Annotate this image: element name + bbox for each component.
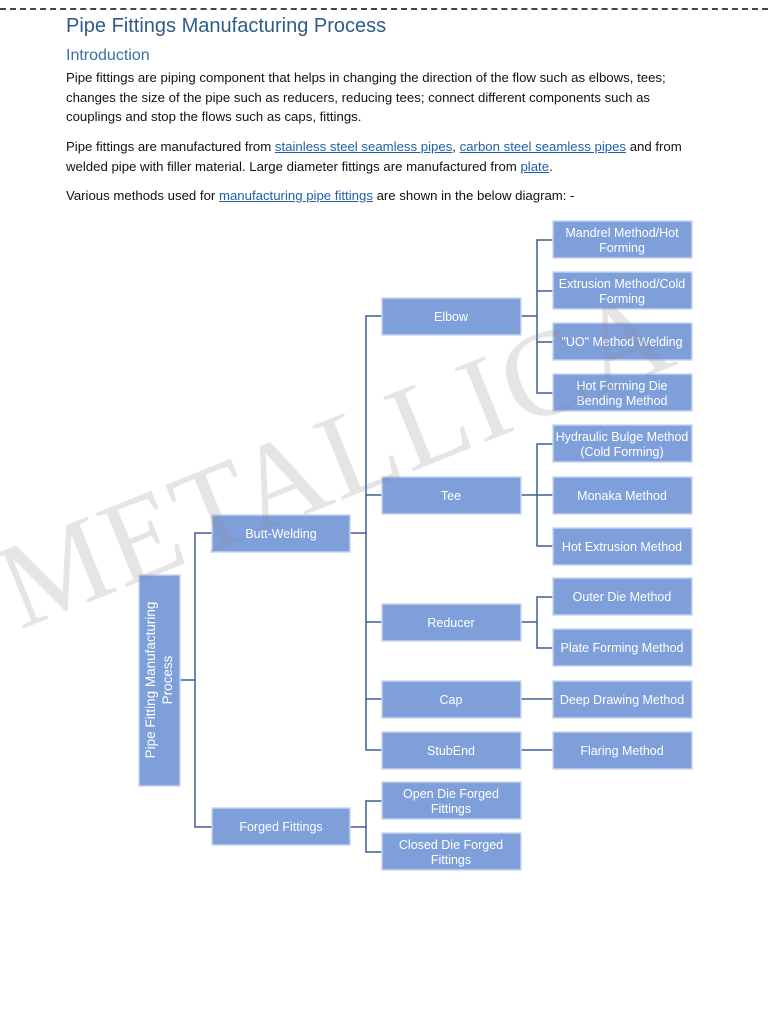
document-title: Pipe Fittings Manufacturing Process — [66, 15, 387, 37]
node-hydraulic-line-1: Hydraulic Bulge Method — [556, 430, 689, 444]
node-closed-die-line-2: Fittings — [431, 853, 471, 867]
connector-tee-trunk — [521, 443, 553, 547]
node-stubend: StubEnd — [381, 731, 522, 770]
section-heading-introduction: Introduction — [66, 47, 150, 64]
node-deep-drawing-method: Deep Drawing Method — [552, 680, 693, 719]
node-outer-die-method: Outer Die Method — [552, 577, 693, 616]
connector-forged-trunk — [350, 800, 382, 853]
node-closed-die-line-1: Closed Die Forged — [399, 838, 503, 852]
carbon-steel-seamless-pipes-link[interactable]: carbon steel seamless pipes — [459, 139, 627, 154]
materials-text-2: , — [452, 139, 460, 154]
methods-text-2: are shown in the below diagram: - — [372, 188, 575, 203]
plate-link[interactable]: plate — [520, 158, 550, 174]
connector-elbow-trunk — [521, 239, 553, 394]
diagram-connectors — [180, 239, 553, 853]
node-hot-forming-die-bending-method: Hot Forming Die Bending Method — [552, 373, 693, 412]
connector-butt-welding-trunk — [350, 315, 382, 751]
node-reducer: Reducer — [381, 603, 522, 642]
materials-text-3: and from welded pipe with filler materia… — [66, 139, 682, 174]
node-closed-die-forged-fittings: Closed Die Forged Fittings — [381, 832, 522, 871]
node-mandrel-line-2: Forming — [599, 241, 645, 255]
node-open-die-forged-fittings: Open Die Forged Fittings — [381, 781, 522, 820]
node-tee: Tee — [381, 476, 522, 515]
node-root-pipe-fitting-manufacturing-process: Pipe Fitting Manufacturing Process — [138, 574, 181, 787]
node-mandrel-method-hot-forming: Mandrel Method/Hot Forming — [552, 220, 693, 259]
node-outer-die-label: Outer Die Method — [573, 590, 672, 604]
materials-text-1: Pipe fittings are manufactured from — [66, 139, 275, 154]
node-uo-method-welding: "UO" Method Welding — [552, 322, 693, 361]
materials-text-4: . — [549, 158, 553, 174]
node-plate-forming-method: Plate Forming Method — [552, 628, 693, 667]
methods-text-1: Various methods used for — [66, 188, 219, 203]
node-forged-fittings: Forged Fittings — [211, 807, 351, 846]
node-hot-forming-die-line-1: Hot Forming Die — [577, 379, 668, 393]
node-stubend-label: StubEnd — [427, 744, 475, 758]
node-extrusion-line-2: Forming — [599, 292, 645, 306]
node-cap: Cap — [381, 680, 522, 719]
node-hot-extrusion-method: Hot Extrusion Method — [552, 527, 693, 566]
manufacturing-pipe-fittings-link[interactable]: manufacturing pipe fittings — [218, 188, 373, 203]
node-deep-drawing-label: Deep Drawing Method — [560, 693, 684, 707]
node-flaring-method: Flaring Method — [552, 731, 693, 770]
node-forged-fittings-label: Forged Fittings — [239, 820, 322, 834]
node-uo-label: "UO" Method Welding — [561, 335, 682, 349]
methods-paragraph: Various methods used for manufacturing p… — [66, 186, 706, 206]
materials-paragraph: Pipe fittings are manufactured from stai… — [66, 137, 706, 176]
node-open-die-line-2: Fittings — [431, 802, 471, 816]
node-butt-welding: Butt-Welding — [211, 514, 351, 553]
node-elbow: Elbow — [381, 297, 522, 336]
node-elbow-label: Elbow — [434, 310, 469, 324]
node-hot-extrusion-label: Hot Extrusion Method — [562, 540, 682, 554]
node-monaka-method: Monaka Method — [552, 476, 693, 515]
node-open-die-line-1: Open Die Forged — [403, 787, 499, 801]
node-mandrel-line-1: Mandrel Method/Hot — [565, 226, 679, 240]
node-flaring-label: Flaring Method — [580, 744, 663, 758]
node-extrusion-method-cold-forming: Extrusion Method/Cold Forming — [552, 271, 693, 310]
node-hydraulic-line-2: (Cold Forming) — [580, 445, 663, 459]
node-reducer-label: Reducer — [427, 616, 474, 630]
node-plate-forming-label: Plate Forming Method — [561, 641, 684, 655]
page-separator-line — [0, 8, 768, 10]
stainless-steel-seamless-pipes-link[interactable]: stainless steel seamless pipes — [274, 139, 453, 154]
node-root-line-1: Pipe Fitting Manufacturing — [143, 602, 158, 759]
node-hydraulic-bulge-method: Hydraulic Bulge Method (Cold Forming) — [552, 424, 693, 463]
node-extrusion-line-1: Extrusion Method/Cold — [559, 277, 686, 291]
connector-reducer-trunk — [521, 596, 553, 649]
node-butt-welding-label: Butt-Welding — [245, 527, 316, 541]
intro-paragraph: Pipe fittings are piping component that … — [66, 70, 666, 124]
connector-root-trunk — [180, 532, 212, 828]
node-root-line-2: Process — [160, 655, 175, 704]
node-hot-forming-die-line-2: Bending Method — [576, 394, 667, 408]
node-cap-label: Cap — [440, 693, 463, 707]
node-monaka-label: Monaka Method — [577, 489, 667, 503]
node-tee-label: Tee — [441, 489, 461, 503]
